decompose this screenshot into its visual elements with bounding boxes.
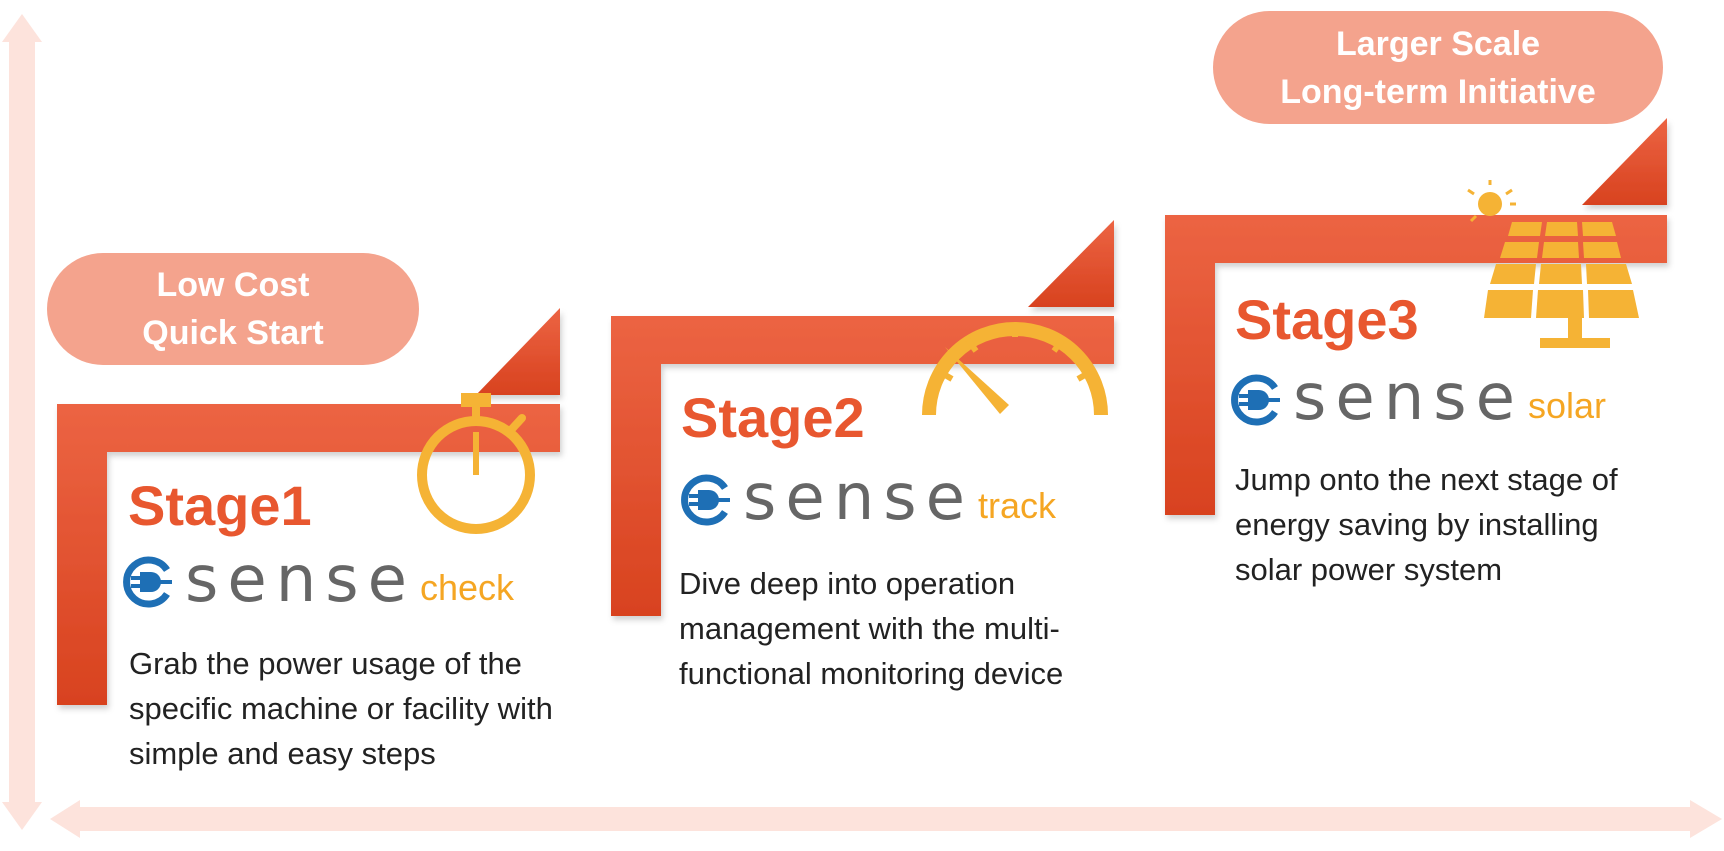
stage-3-brand-suffix: solar <box>1528 385 1607 426</box>
stage-2-brand-suffix: track <box>978 485 1057 526</box>
stage-1-desc-line-1: Grab the power usage of the <box>129 646 522 681</box>
stage-1-desc-line-3: simple and easy steps <box>129 736 436 771</box>
stage-1-brand-suffix: check <box>420 567 515 608</box>
stage-3-desc-line-3: solar power system <box>1235 552 1503 587</box>
horizontal-axis-arrow <box>50 800 1722 838</box>
larger-scale-pill-line-2: Long-term Initiative <box>1280 72 1596 111</box>
solar-panel-icon <box>1467 180 1639 348</box>
stage-3-brand: sense solar <box>1231 366 1606 430</box>
stage-2-desc-line-2: management with the multi- <box>679 611 1060 646</box>
stage-3-description: Jump onto the next stage of energy savin… <box>1235 457 1618 592</box>
sense-logo-icon <box>1231 374 1280 426</box>
stage-1-description: Grab the power usage of the specific mac… <box>129 641 553 776</box>
stage-3-desc-line-1: Jump onto the next stage of <box>1235 462 1618 497</box>
stage-2-desc-line-3: functional monitoring device <box>679 656 1064 691</box>
vertical-axis-arrow <box>2 14 42 830</box>
stage-3-desc-line-2: energy saving by installing <box>1235 507 1599 542</box>
stage-3-title: Stage3 <box>1235 288 1419 351</box>
larger-scale-pill-line-1: Larger Scale <box>1335 24 1541 63</box>
low-cost-pill-line-1: Low Cost <box>156 266 310 304</box>
stage-2-brand-word: sense <box>743 461 974 535</box>
sense-logo-icon <box>123 556 172 608</box>
stage-2-description: Dive deep into operation management with… <box>679 561 1063 696</box>
stage-2-title: Stage2 <box>681 386 865 449</box>
stage-2-brand: sense track <box>681 466 1056 530</box>
stage-2-desc-line-1: Dive deep into operation <box>679 566 1016 601</box>
sense-logo-icon <box>681 474 730 526</box>
low-cost-pill: Low Cost Quick Start <box>47 253 419 365</box>
gauge-icon <box>922 322 1108 416</box>
stage-1-brand-word: sense <box>185 543 416 617</box>
stage-1-desc-line-2: specific machine or facility with <box>129 691 553 726</box>
low-cost-pill-line-2: Quick Start <box>142 314 324 352</box>
stage-1-title: Stage1 <box>128 474 312 537</box>
stopwatch-icon <box>417 393 535 534</box>
stage-1-brand: sense check <box>123 548 514 612</box>
stage-3-brand-word: sense <box>1293 361 1524 435</box>
larger-scale-pill: Larger Scale Long-term Initiative <box>1213 11 1663 124</box>
